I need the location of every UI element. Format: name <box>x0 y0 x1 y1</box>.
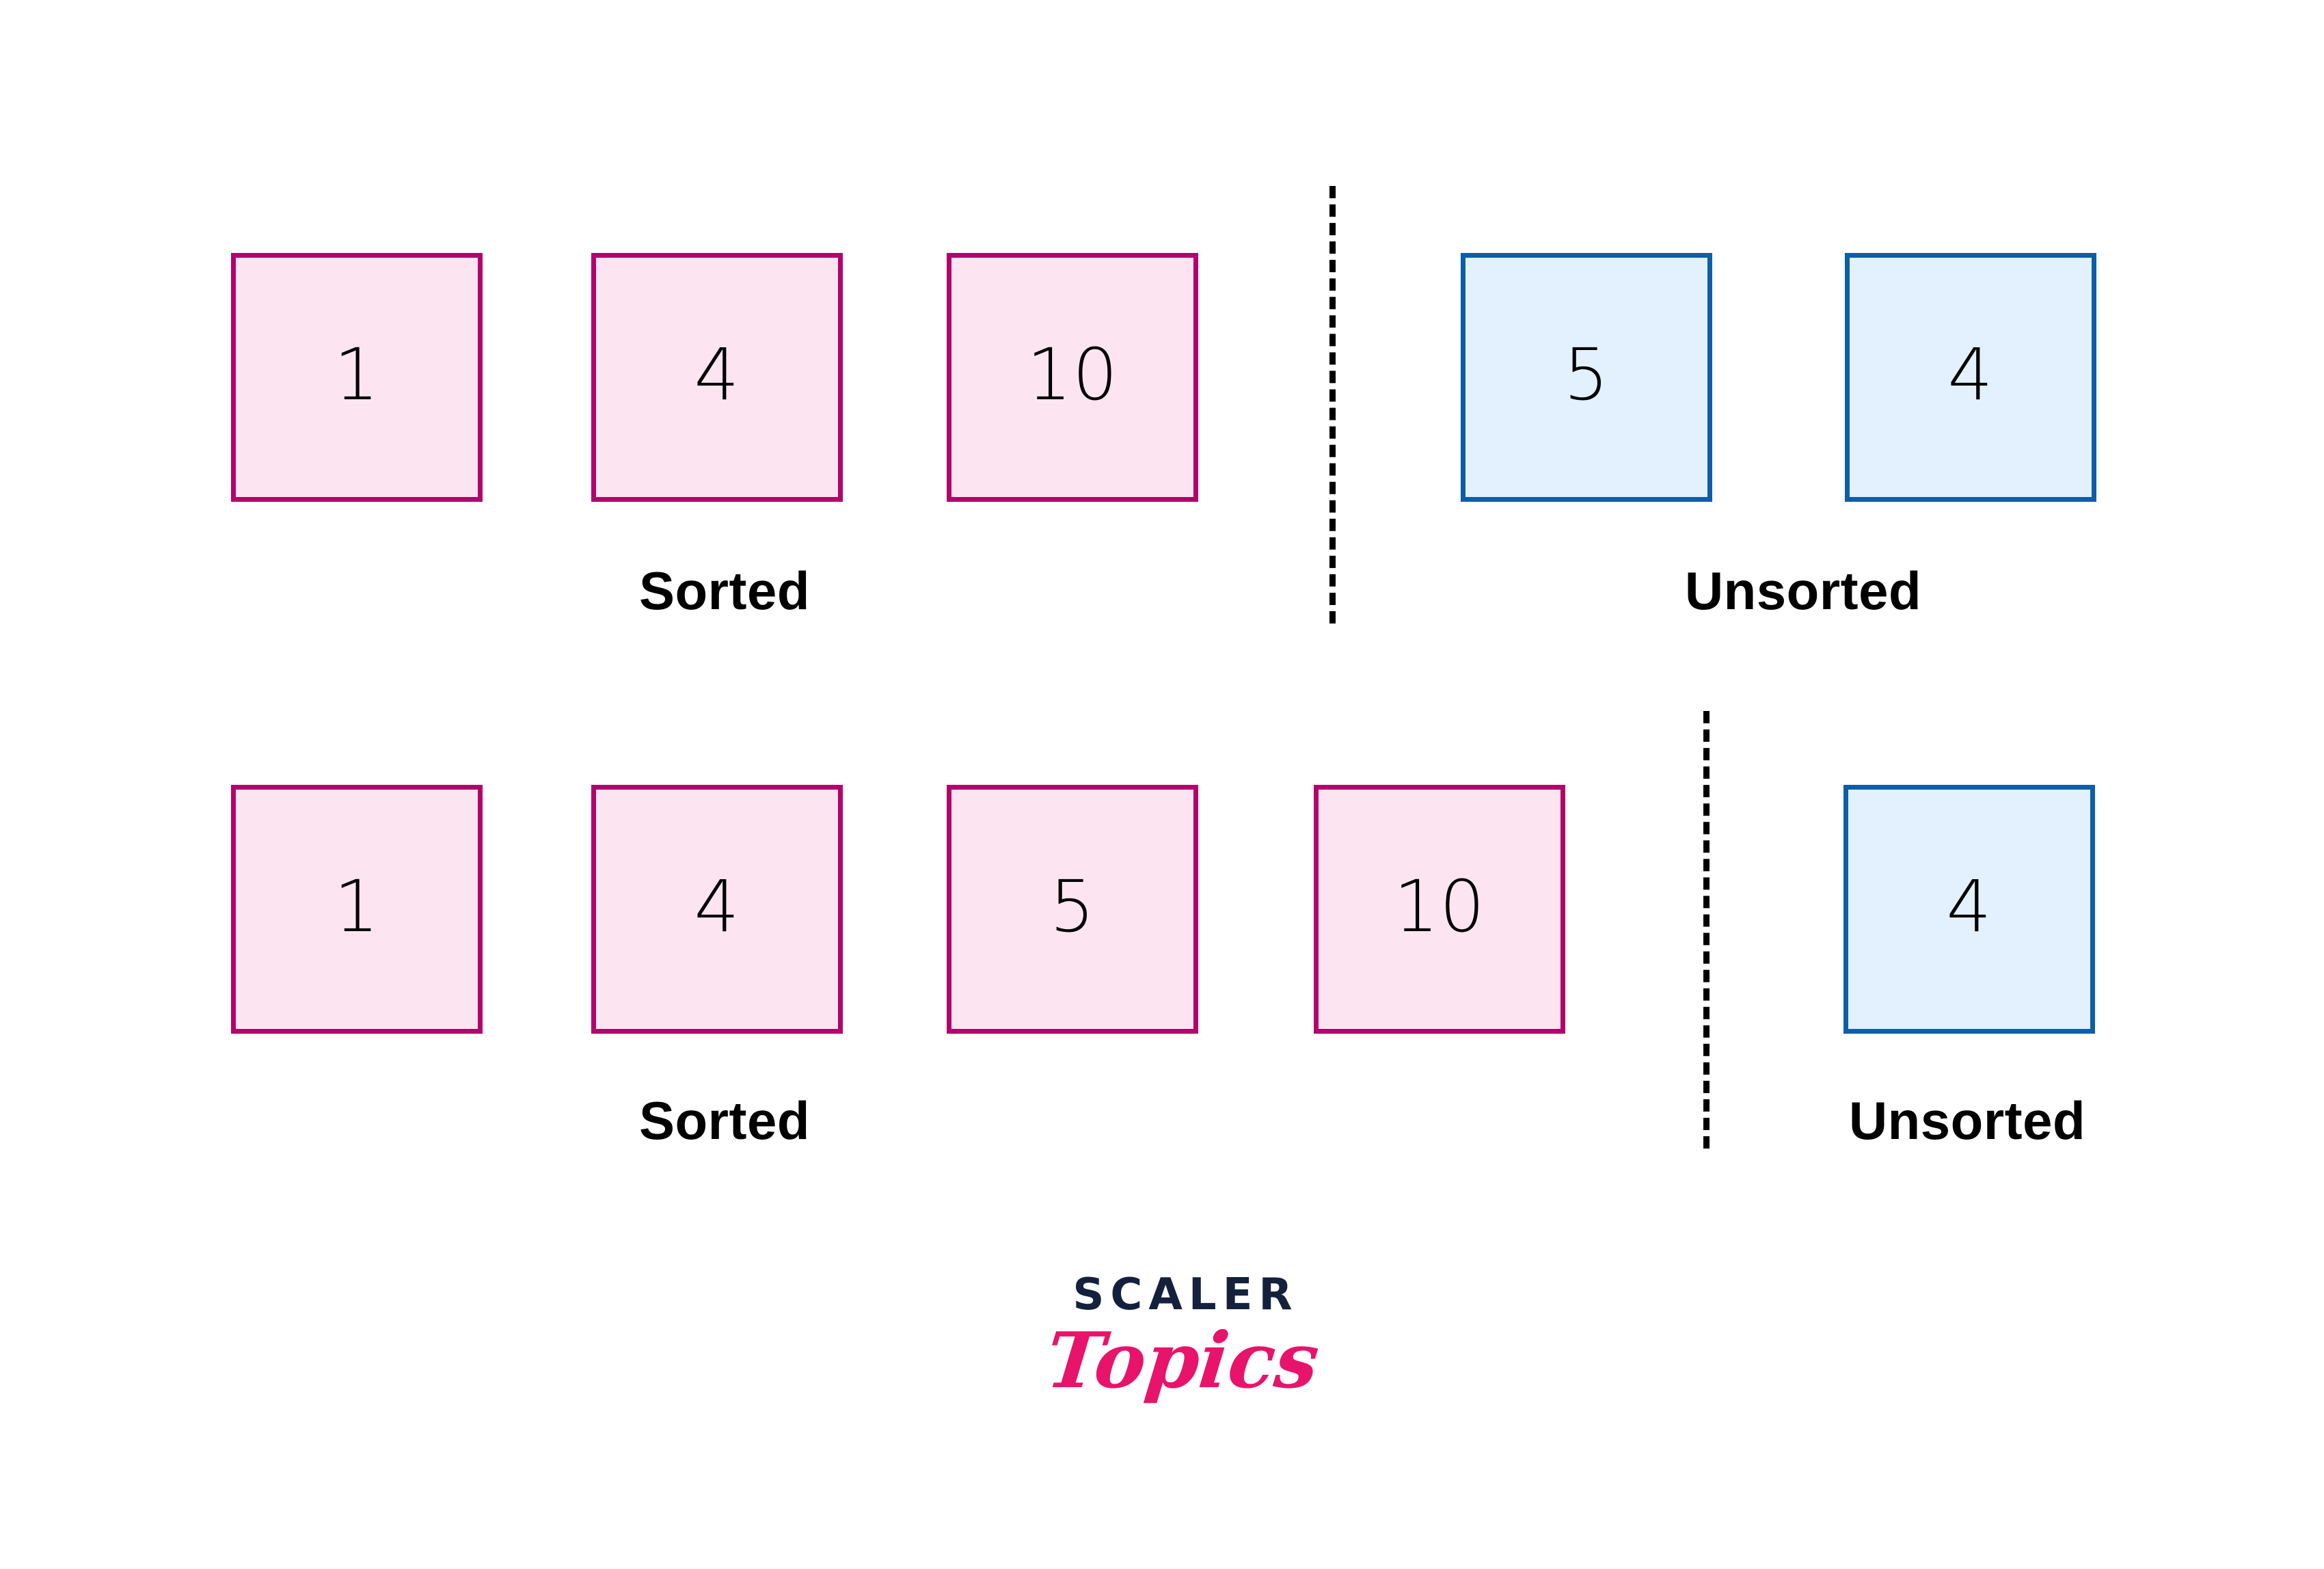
scaler-topics-logo: SCALER Topics <box>977 1270 1388 1406</box>
array-cell-sorted: 5 <box>947 785 1198 1034</box>
sorted-region-label: Sorted <box>638 561 811 621</box>
array-cell-unsorted: 4 <box>1845 253 2096 502</box>
array-cell-unsorted: 5 <box>1461 253 1712 502</box>
cell-value: 1 <box>334 865 380 948</box>
sorted-region-label: Sorted <box>638 1090 811 1151</box>
unsorted-region-label: Unsorted <box>1684 561 1922 621</box>
array-cell-sorted: 1 <box>231 253 483 502</box>
array-cell-sorted: 10 <box>947 253 1198 502</box>
cell-value: 4 <box>694 865 740 948</box>
array-cell-sorted: 10 <box>1314 785 1565 1034</box>
unsorted-region-label: Unsorted <box>1848 1090 2086 1151</box>
logo-primary-text: SCALER <box>1072 1270 1299 1320</box>
cell-value: 1 <box>334 333 380 416</box>
cell-value: 10 <box>1393 865 1486 948</box>
array-cell-sorted: 1 <box>231 785 483 1034</box>
array-cell-sorted: 4 <box>591 785 843 1034</box>
cell-value: 5 <box>1049 865 1096 948</box>
cell-value: 4 <box>1946 865 1992 948</box>
array-cell-unsorted: 4 <box>1843 785 2095 1034</box>
cell-value: 4 <box>694 333 740 416</box>
cell-value: 4 <box>1947 333 1994 416</box>
cell-value: 10 <box>1026 333 1119 416</box>
array-cell-sorted: 4 <box>591 253 843 502</box>
logo-secondary-text: Topics <box>1042 1316 1323 1406</box>
partition-divider <box>1329 186 1336 623</box>
cell-value: 5 <box>1563 333 1610 416</box>
partition-divider <box>1703 711 1710 1149</box>
